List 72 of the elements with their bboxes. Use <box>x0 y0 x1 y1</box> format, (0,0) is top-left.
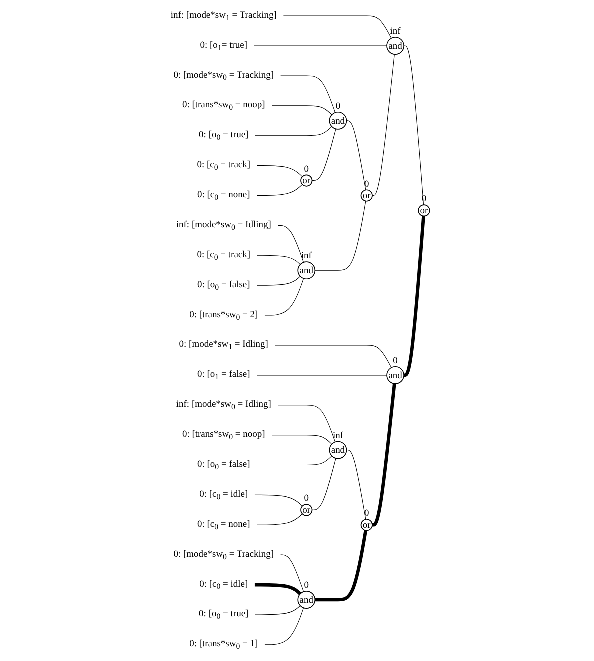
connector <box>280 554 304 592</box>
connector <box>312 458 336 510</box>
node-text: 0: [trans*sw$_{0}$ = 1] <box>190 638 258 652</box>
connector <box>346 120 366 190</box>
connector <box>272 435 332 445</box>
value-label: inf <box>390 27 401 38</box>
connector <box>272 106 332 116</box>
connector <box>256 514 303 526</box>
connector <box>314 201 366 271</box>
connector <box>255 606 301 616</box>
connector <box>256 276 301 286</box>
node-circle: or <box>300 504 313 516</box>
value-label: 0 <box>304 581 309 592</box>
node-text: inf: [mode*sw$_{0}$ = Idling] <box>176 219 272 232</box>
connector <box>264 278 304 316</box>
value-label: 0 <box>304 494 309 504</box>
node-text: 0: [c$_{0}$ = none] <box>197 189 250 202</box>
node-circle: and <box>386 37 404 55</box>
value-label: inf <box>301 252 312 262</box>
node-text: 0: [o$_{0}$ = false] <box>197 458 250 472</box>
node-circle: and <box>329 441 348 460</box>
connector <box>346 450 366 520</box>
node-text: 0: [mode*sw$_{1}$ = Idling] <box>179 338 268 352</box>
node-circle: or <box>360 519 373 532</box>
node-circle: and <box>329 112 348 130</box>
node-text: 0: [c$_{0}$ = track] <box>197 159 251 172</box>
node-text: 0: [c$_{0}$ = track] <box>197 249 251 262</box>
connector <box>280 76 336 114</box>
connector <box>314 530 368 602</box>
value-label: 0 <box>336 102 341 112</box>
connector <box>372 54 395 196</box>
node-text: 0: [o$_{0}$ = true] <box>199 129 249 142</box>
node-circle: or <box>360 190 373 202</box>
value-label: inf <box>332 431 344 442</box>
connector <box>274 345 392 368</box>
node-text: 0: [mode*sw$_{0}$ = Tracking] <box>174 548 274 562</box>
value-label: 0 <box>393 356 398 367</box>
node-circle: and <box>386 366 404 384</box>
connector <box>254 583 302 596</box>
connector <box>256 375 388 376</box>
connector <box>312 128 336 182</box>
connector <box>278 225 304 263</box>
connector <box>283 16 392 39</box>
connector <box>254 494 303 507</box>
node-text: 0: [trans*sw$_{0}$ = 2] <box>190 308 258 322</box>
connector <box>256 255 301 266</box>
node-circle: and <box>298 591 316 609</box>
node-text: 0: [c$_{0}$ = idle] <box>200 488 248 502</box>
node-text: 0: [mode*sw$_{0}$ = Tracking] <box>174 69 274 82</box>
connector <box>256 166 303 178</box>
connector <box>404 46 424 206</box>
node-text: 0: [trans*sw$_{0}$ = noop] <box>182 428 266 442</box>
node-text: inf: [mode*sw$_{0}$ = Idling] <box>176 398 272 412</box>
connector <box>278 405 336 442</box>
node-circle: or <box>300 174 313 187</box>
node-text: 0: [o$_{1}$= true] <box>200 39 248 52</box>
connector <box>256 456 332 466</box>
connector <box>372 384 396 527</box>
value-label: 0 <box>304 164 309 175</box>
node-circle: and <box>298 262 316 280</box>
node-text: 0: [o$_{0}$ = true] <box>199 608 249 622</box>
node-text: inf: [mode*sw$_{1}$ = Tracking] <box>170 9 277 23</box>
connector <box>255 126 332 136</box>
node-text: 0: [c$_{0}$ = none] <box>197 518 250 532</box>
connector <box>404 216 426 378</box>
node-text: 0: [trans*sw$_{0}$ = noop] <box>182 99 266 112</box>
node-circle: or <box>418 204 430 217</box>
node-text: 0: [o$_{0}$ = false] <box>197 278 250 292</box>
node-text: 0: [c$_{0}$ = idle] <box>200 578 248 592</box>
connector <box>256 184 303 196</box>
node-text: 0: [o$_{1}$ = false] <box>197 368 250 382</box>
connector <box>264 608 304 646</box>
